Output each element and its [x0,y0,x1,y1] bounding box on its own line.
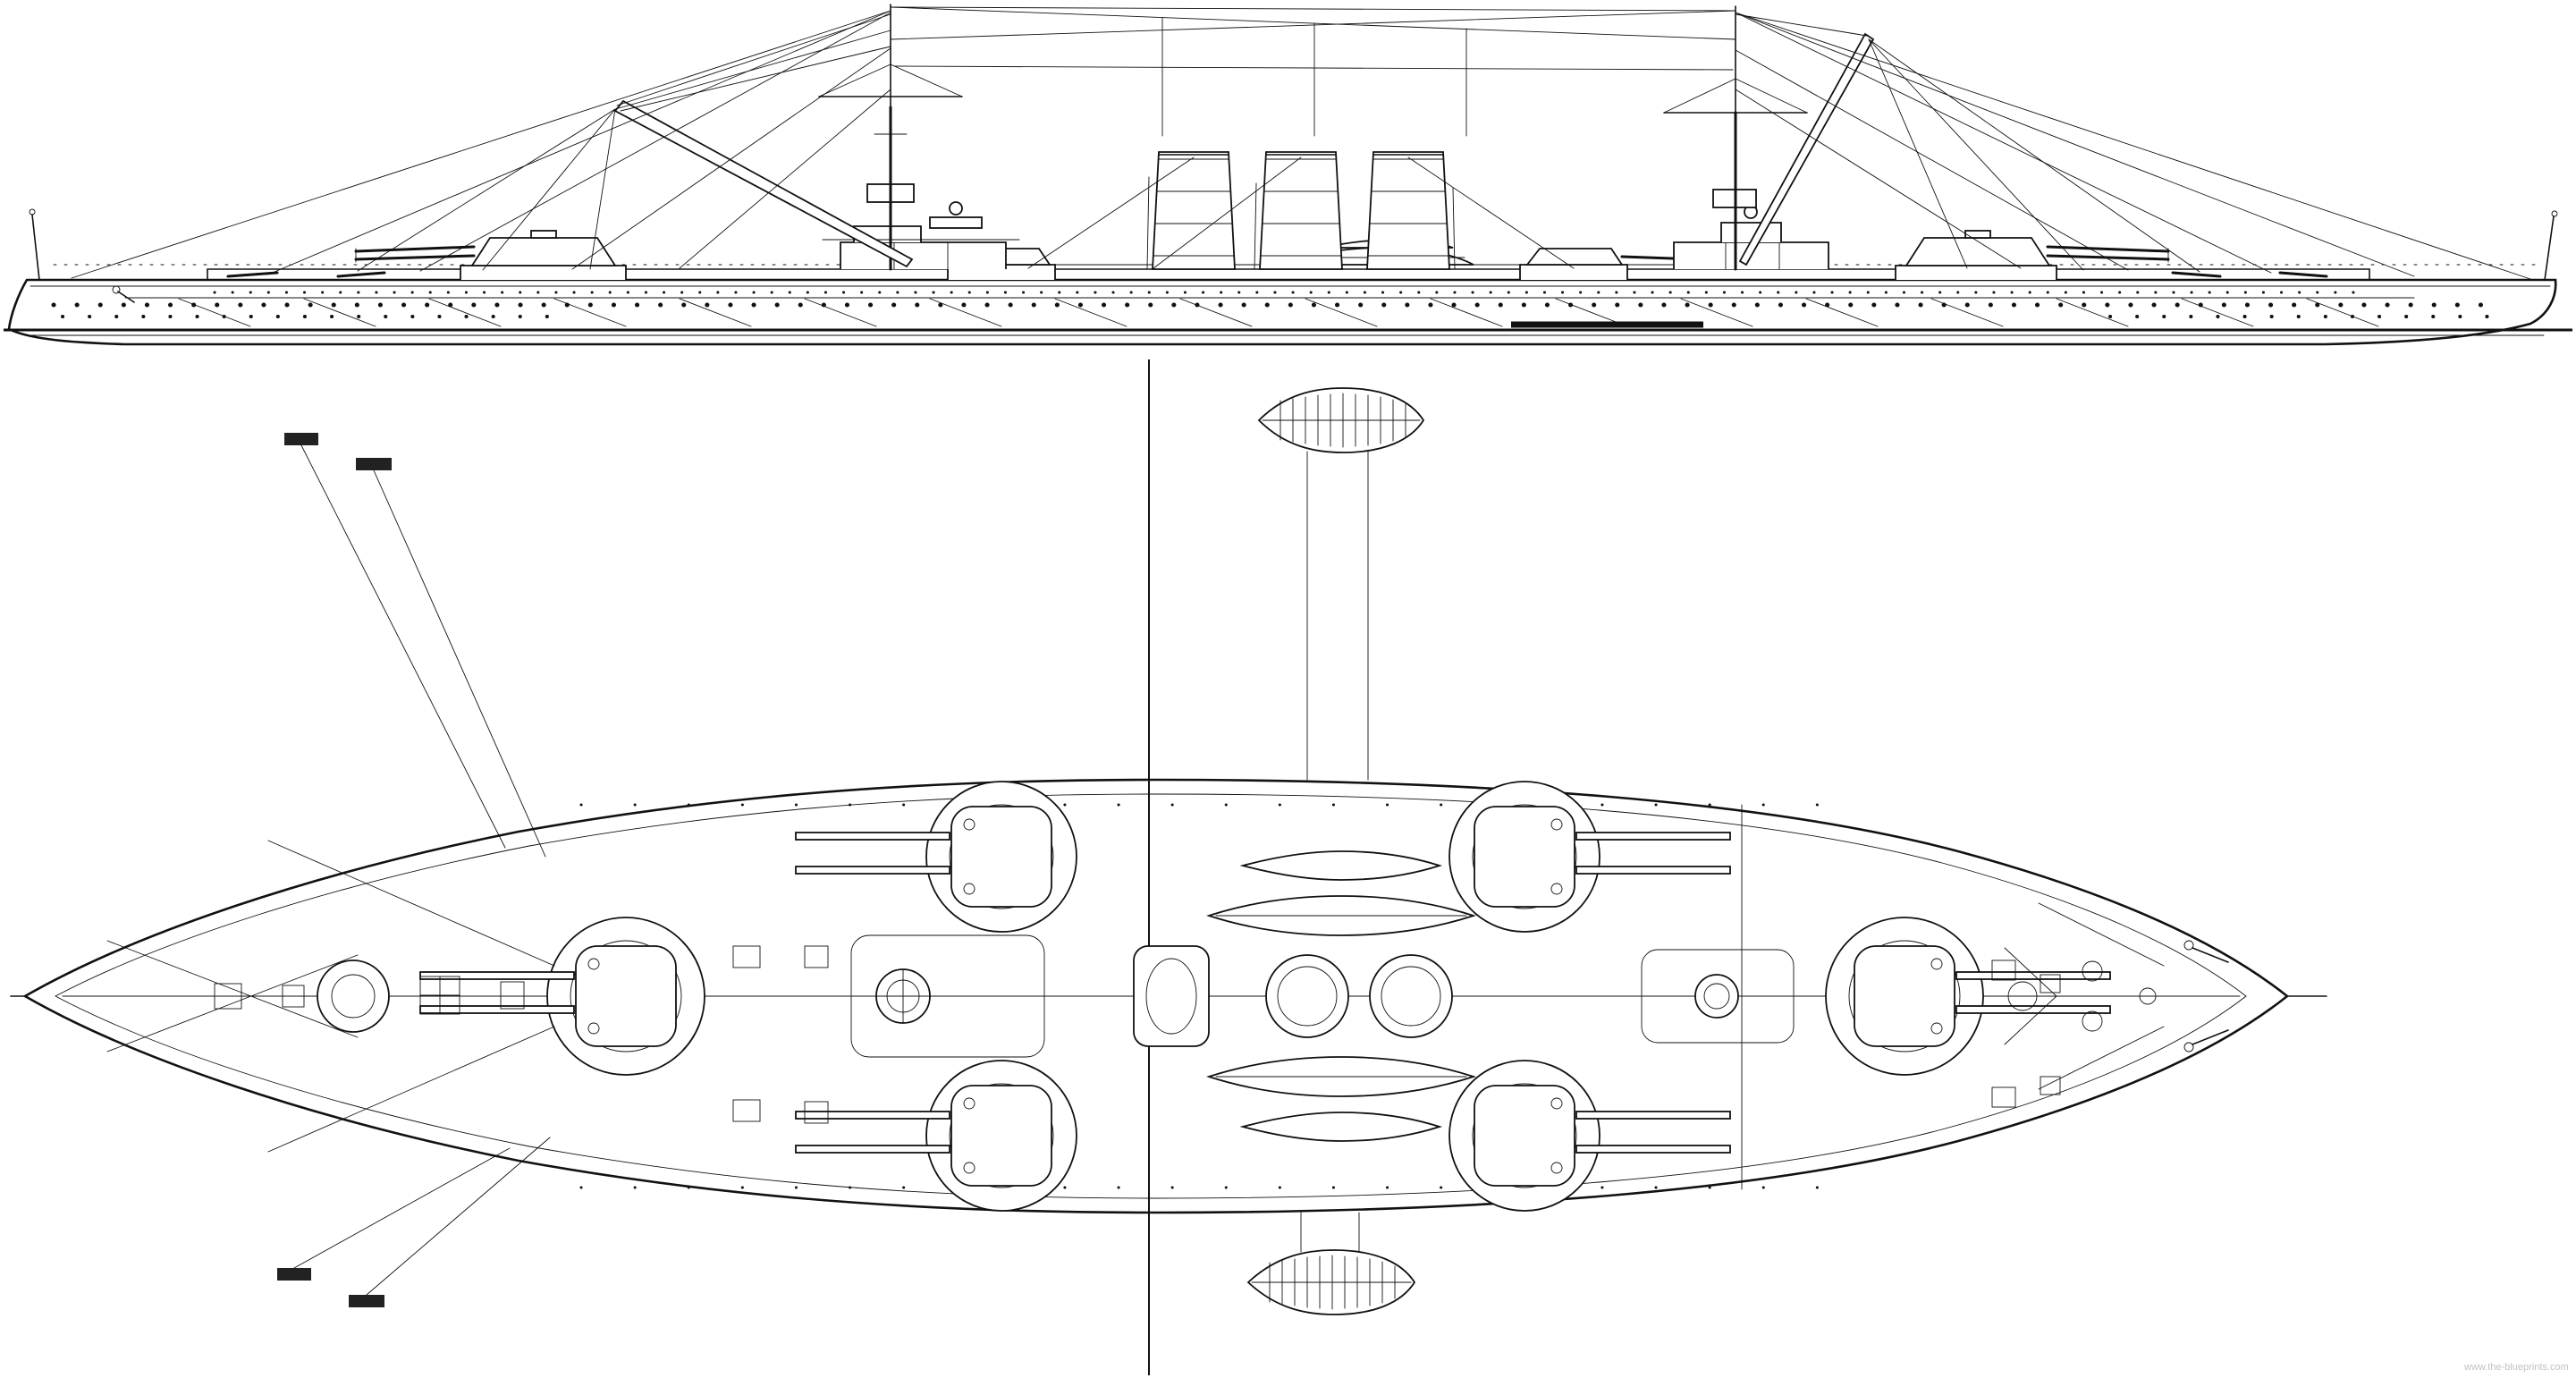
mainmast [1663,5,1808,271]
foremast [818,4,963,271]
aerial-wires [890,6,1736,137]
boom-gear-stbd [277,1137,551,1307]
net-boom-struts [178,298,2379,327]
aft-structure-plan [1641,949,1795,1044]
side-elevation-view [4,4,2572,346]
jack-staff [29,208,40,281]
turret-wing-aft-side [1519,248,1699,280]
funnel-1 [1146,151,1236,270]
turret-aft-center-plan [419,917,705,1076]
funnel-2 [1254,151,1343,270]
turret-fore-center-plan [1825,917,2111,1076]
boom-gear-port [284,433,546,858]
funnel-uptakes-plan [1133,945,1453,1047]
turret-wing-aft-stbd-plan [795,1060,1077,1212]
boat-outboard-port [1257,387,1425,781]
turret-wing-fwd-port-plan [1448,781,1731,933]
anchor-plan-stbd [2183,1029,2229,1053]
rigging-stays [71,10,2531,280]
anchor-icon [112,285,135,303]
watermark-text: www.the-blueprints.com [2463,1362,2569,1373]
hull-side [4,264,2572,346]
turret-wing-aft-port-plan [795,781,1077,933]
boat-outboard-stbd [1246,1212,1416,1315]
boats-amidships-plan [1206,850,1476,1142]
ensign-staff [2544,210,2558,281]
anchor-plan-port [2183,940,2229,963]
funnel-3 [1366,151,1456,270]
casemate-guns [226,271,2328,278]
turret-aft-side [1895,230,2170,280]
searchlight-icon [949,201,963,216]
main-crane-boom [1735,13,2200,273]
deck-fittings-plan [214,945,2157,1124]
deck-plan-view [10,359,2327,1375]
fore-crane-boom [357,13,914,272]
turret-wing-fwd-stbd-plan [1448,1060,1731,1212]
plan-rigging-lines [106,840,2165,1153]
bridge-plan [850,934,1045,1058]
turret-fore-side [354,230,627,280]
